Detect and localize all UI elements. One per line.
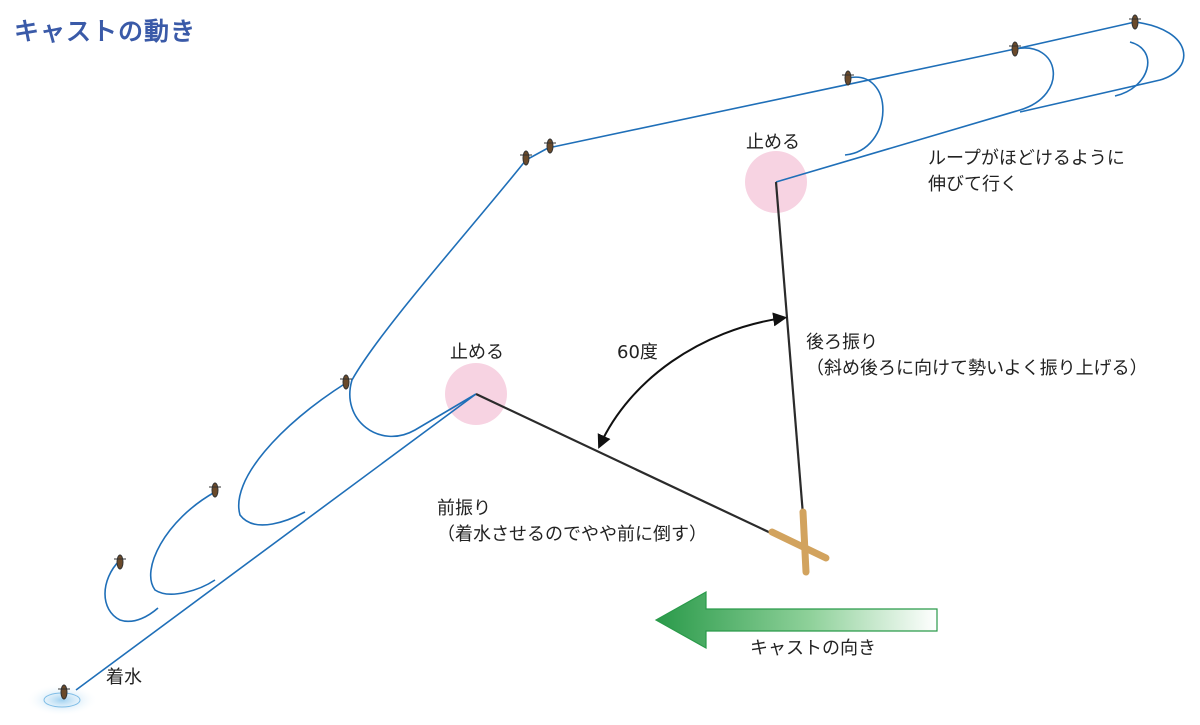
- label-loop-line1: ループがほどけるように: [928, 148, 1125, 169]
- fly-icon: [114, 554, 126, 570]
- label-angle: 60度: [617, 342, 658, 363]
- landing-splash: [26, 684, 98, 716]
- angle-arrow: [597, 312, 788, 449]
- fly-icon: [58, 684, 70, 700]
- fly-icon: [842, 70, 854, 86]
- grip-back: [799, 508, 810, 576]
- fly-icon: [1009, 41, 1021, 57]
- label-backcast-line2: （斜め後ろに向けて勢いよく振り上げる）: [806, 358, 1148, 379]
- label-forwardcast-line1: 前振り: [437, 498, 491, 519]
- label-stop-forward: 止める: [450, 342, 504, 363]
- cast-direction-arrow: [654, 590, 938, 650]
- label-landing: 着水: [106, 667, 142, 688]
- label-stop-back: 止める: [746, 132, 800, 153]
- grip-forward: [768, 528, 830, 562]
- fly-icons: [58, 14, 1141, 700]
- rod-forward: [475, 393, 776, 536]
- fly-icon: [520, 150, 532, 166]
- fly-icon: [209, 482, 221, 498]
- label-backcast-line1: 後ろ振り: [806, 332, 878, 353]
- fly-icon: [544, 138, 556, 154]
- fly-icon: [340, 374, 352, 390]
- label-loop-line2: 伸びて行く: [928, 174, 1018, 195]
- page-title: キャストの動き: [14, 17, 197, 46]
- label-forwardcast-line2: （着水させるのでやや前に倒す）: [437, 524, 707, 545]
- fly-line: [75, 21, 1185, 691]
- fly-icon: [1129, 14, 1141, 30]
- label-cast-direction: キャストの向き: [750, 638, 876, 659]
- rod-back: [774, 181, 805, 516]
